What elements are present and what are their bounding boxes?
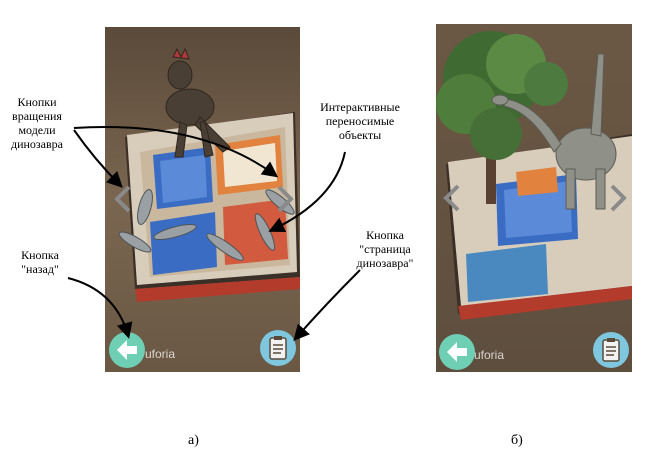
arrow-left-icon bbox=[117, 340, 137, 360]
caption-a: а) bbox=[188, 433, 199, 448]
dinosaur-page-button[interactable] bbox=[260, 330, 296, 366]
ar-screen-b: uforia bbox=[436, 24, 632, 372]
ar-scene-a bbox=[105, 27, 300, 372]
arrow-to-rotate-left bbox=[73, 129, 123, 188]
arrow-to-interactive-objects bbox=[268, 151, 346, 233]
chevron-right-icon bbox=[610, 184, 627, 212]
label-interactive-objects: Интерактивные переносимые объекты bbox=[320, 100, 400, 142]
label-dino-page-button: Кнопка "страница динозавра" bbox=[356, 228, 414, 270]
vuforia-watermark-b: uforia bbox=[474, 348, 505, 362]
clipboard-icon bbox=[269, 336, 287, 360]
arrow-left-icon bbox=[447, 342, 467, 362]
ar-scene-b bbox=[436, 24, 632, 372]
arrow-to-rotate-right bbox=[73, 125, 279, 178]
dinosaur-page-button-b[interactable] bbox=[593, 332, 629, 368]
label-back-button: Кнопка "назад" bbox=[21, 248, 59, 276]
chevron-left-icon bbox=[114, 185, 131, 213]
rotate-right-button[interactable] bbox=[275, 185, 295, 213]
arrow-to-page-button bbox=[293, 269, 361, 342]
label-rotation-buttons: Кнопки вращения модели динозавра bbox=[10, 95, 63, 151]
ar-screen-a: uforia bbox=[105, 27, 300, 372]
chevron-right-icon bbox=[277, 185, 294, 213]
dinosaur-model-a bbox=[165, 47, 231, 158]
vuforia-watermark: uforia bbox=[145, 347, 176, 361]
caption-b: б) bbox=[511, 433, 523, 448]
rotate-right-button-b[interactable] bbox=[608, 184, 628, 212]
arrow-to-back-button bbox=[67, 277, 133, 339]
dinosaur-model-b bbox=[491, 53, 617, 210]
rotate-left-button[interactable] bbox=[113, 185, 133, 213]
back-button-b[interactable] bbox=[439, 334, 475, 370]
rotate-left-button-b[interactable] bbox=[442, 184, 462, 212]
clipboard-icon bbox=[602, 338, 620, 362]
book-a bbox=[125, 112, 300, 302]
interactive-objects-a bbox=[118, 189, 295, 261]
chevron-left-icon bbox=[443, 184, 460, 212]
